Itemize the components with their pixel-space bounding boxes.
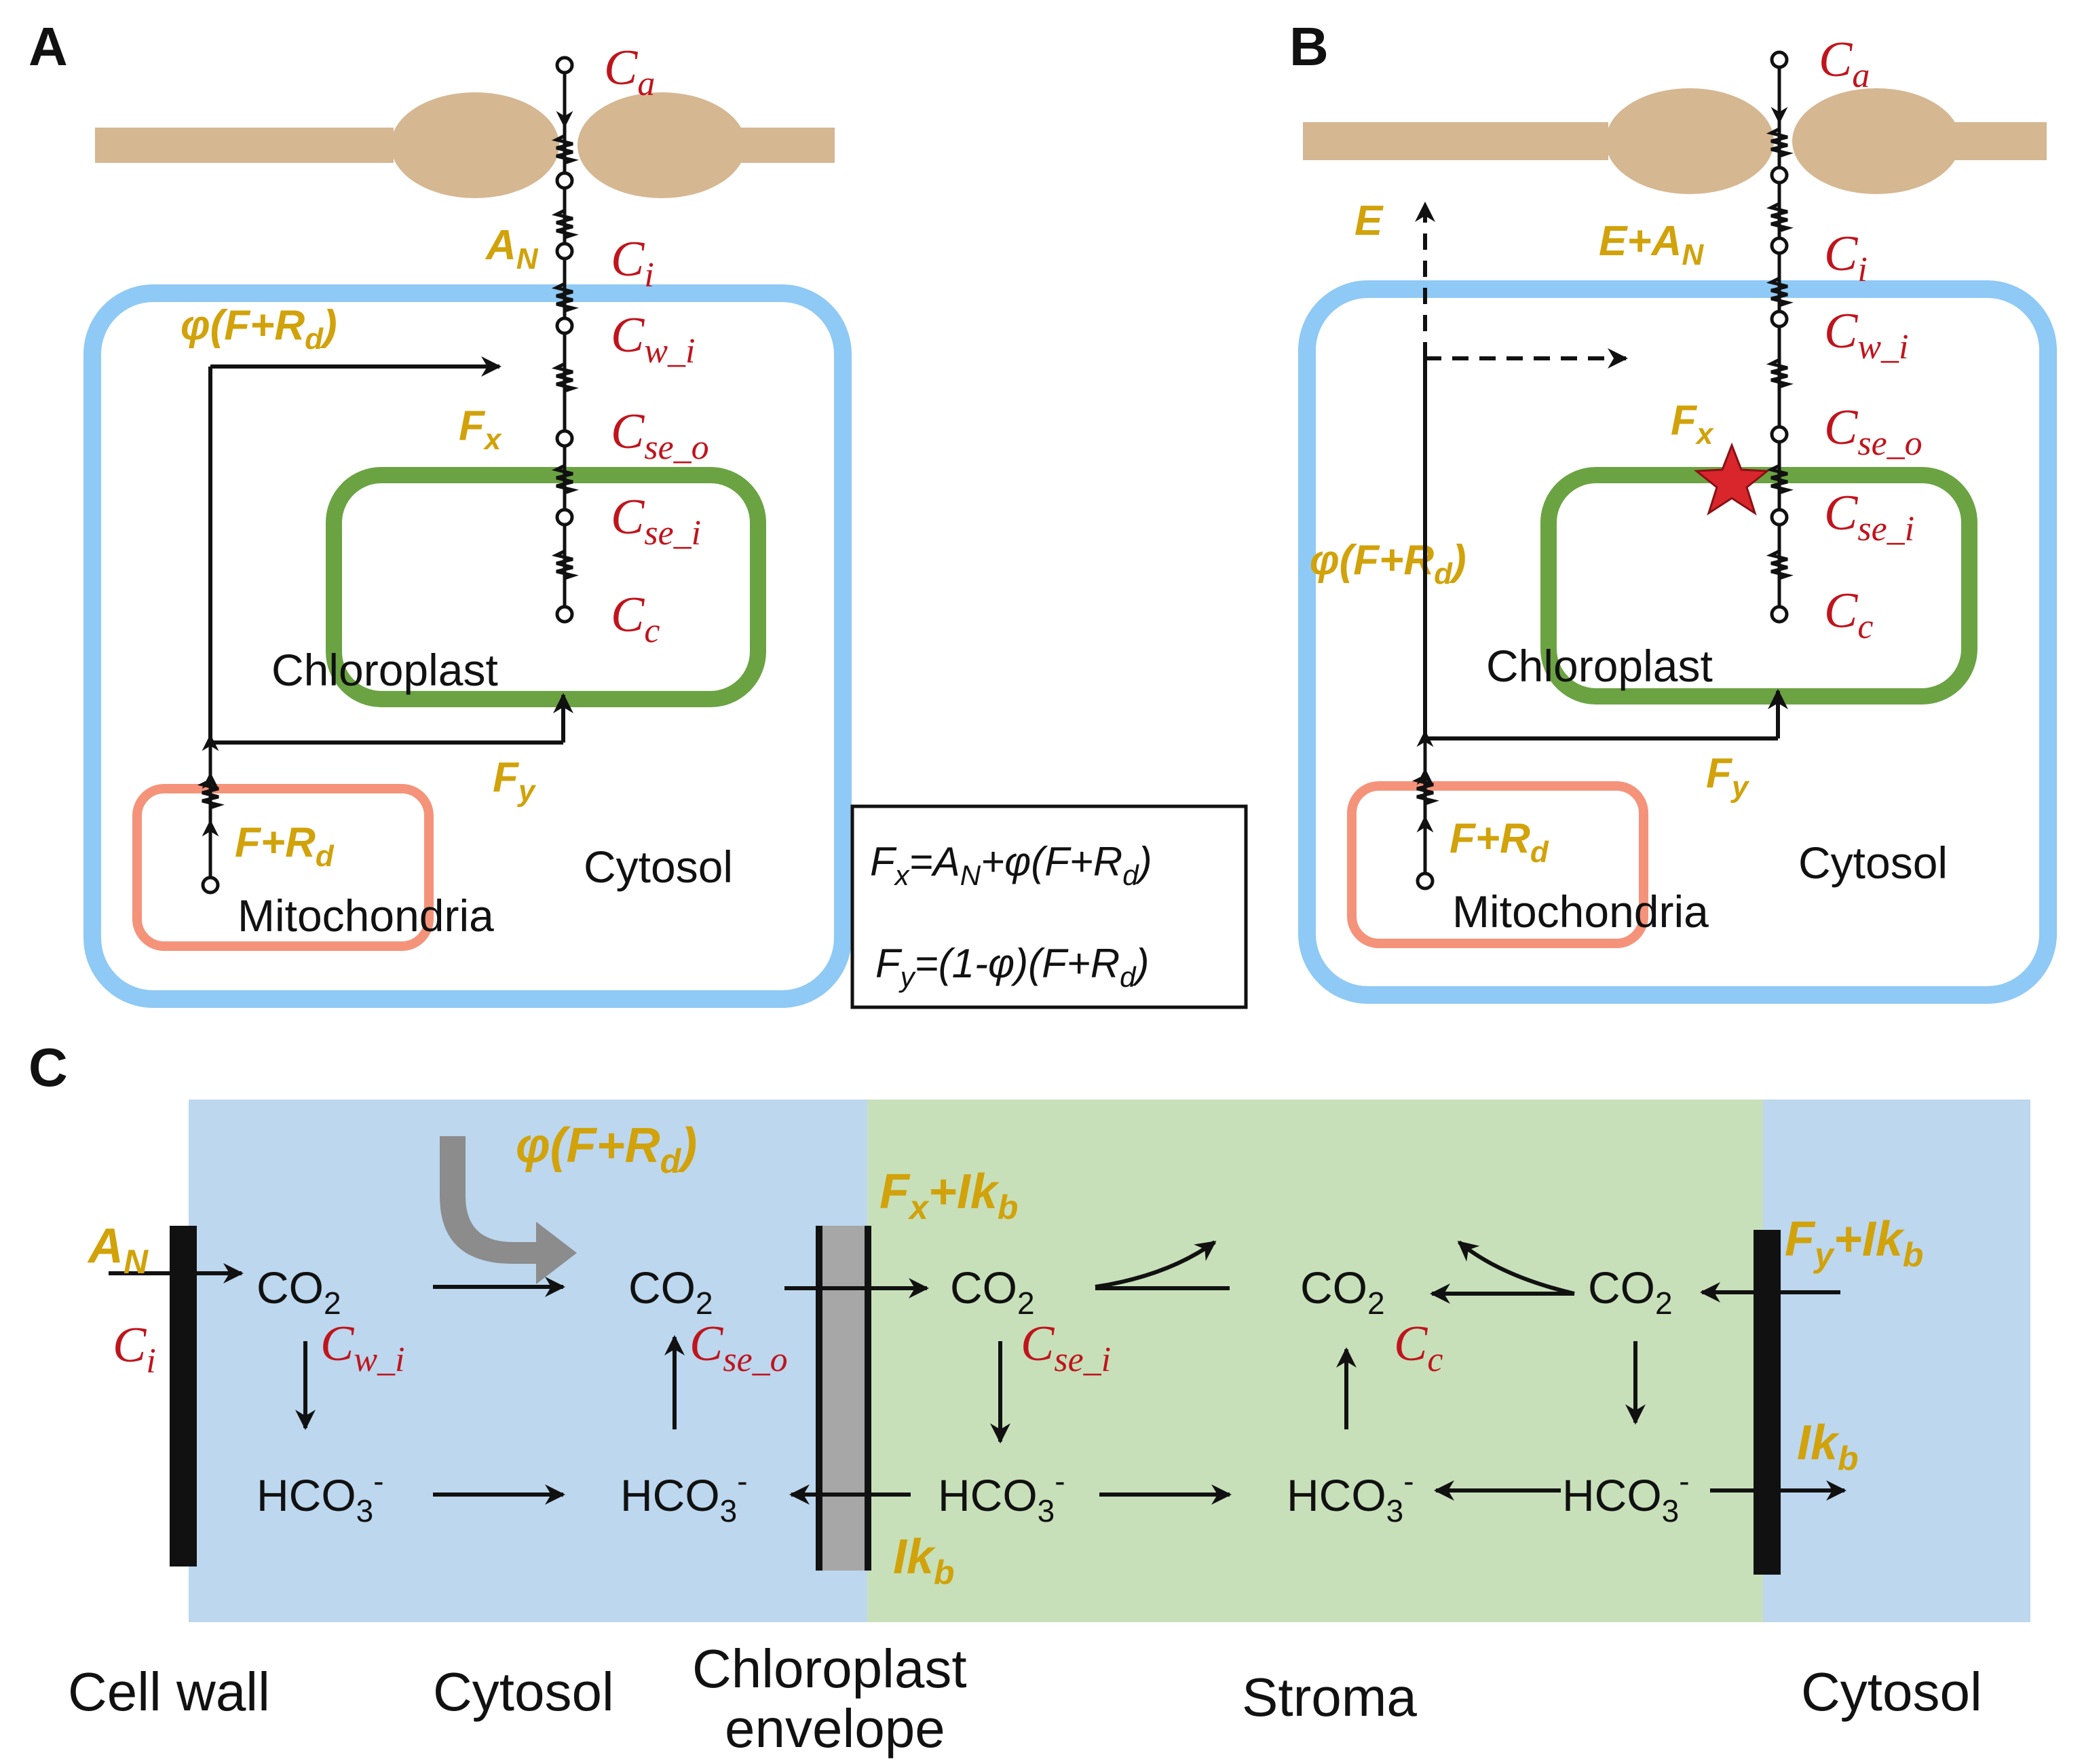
panel-a: A [29, 16, 852, 1008]
label-mitochondria-a: Mitochondria [238, 890, 494, 941]
conc-ca-b: Ca [1819, 32, 1870, 95]
reaction-arrows [109, 1240, 1846, 1505]
flux-fx-b: Fx [1671, 397, 1714, 451]
hco3-cytosol-2: HCO3- [620, 1463, 748, 1528]
respiration-path-b [1412, 202, 1788, 890]
panel-label-c: C [29, 1037, 68, 1097]
respiration-path [197, 356, 573, 895]
flux-fx-ikb: Fx+Ikb [879, 1165, 1018, 1226]
conc-cwi-c: Cw_i [320, 1316, 405, 1379]
flux-frd: F+Rd [235, 819, 335, 873]
guard-cell-right-b [1792, 88, 1960, 194]
conc-ca: Ca [604, 40, 655, 103]
epidermis-right [740, 128, 835, 163]
co2-stroma-1: CO2 [950, 1262, 1035, 1321]
equation-box: Fx=AN+φ(F+Rd) Fy=(1-φ)(F+Rd) [850, 804, 1248, 1009]
conc-csei: Cse_i [611, 489, 701, 552]
mitochondria-membrane-b [1347, 781, 1648, 948]
guard-cell-left-b [1606, 88, 1774, 194]
co2-cytosol-3: CO2 [1588, 1262, 1673, 1321]
equation-fx: Fx=AN+φ(F+Rd) [870, 839, 1152, 891]
flux-phi-b: φ(F+Rd) [1310, 537, 1466, 590]
epidermis-left [95, 128, 394, 163]
flux-e-an: E+AN [1599, 218, 1704, 271]
resistance-chain-b [1766, 50, 1794, 624]
conc-cwi: Cw_i [611, 307, 696, 371]
input-arrow-icon [440, 1136, 577, 1284]
conc-cc: Cc [611, 587, 660, 650]
conc-csei-b: Cse_i [1824, 485, 1914, 548]
cell-membrane [83, 284, 852, 1008]
epidermis-right-b [1954, 122, 2047, 160]
flux-fx: Fx [459, 402, 502, 456]
chloroplast-membrane [326, 467, 766, 707]
region-cytosol2-bg [1763, 1100, 2030, 1622]
co2-cytosol-1: CO2 [257, 1262, 341, 1321]
conc-ci-b: Ci [1824, 226, 1868, 289]
equation-frame [850, 804, 1248, 1009]
label-envelope-2: envelope [725, 1698, 945, 1759]
equation-fy: Fy=(1-φ)(F+Rd) [875, 941, 1150, 993]
flux-fy-b: Fy [1706, 750, 1750, 804]
region-stroma-bg [867, 1100, 1763, 1622]
envelope-bar [822, 1226, 866, 1571]
flux-frd-b: F+Rd [1450, 815, 1549, 869]
conc-cc-c: Cc [1394, 1316, 1443, 1379]
conc-cseo: Cse_o [611, 404, 709, 467]
cell-membrane-b [1298, 280, 2057, 1004]
label-mitochondria-b: Mitochondria [1452, 886, 1709, 937]
panel-b: B Ca Ci [1289, 16, 2057, 1004]
label-envelope-1: Chloroplast [692, 1638, 967, 1699]
hco3-cytosol-1: HCO3- [257, 1463, 384, 1528]
label-cell-wall: Cell wall [68, 1662, 270, 1722]
conc-cc-b: Cc [1824, 583, 1873, 646]
flux-phi-c: φ(F+Rd) [516, 1119, 697, 1180]
flux-fy: Fy [493, 754, 537, 808]
flux-ikb-envelope: Ikb [893, 1530, 955, 1592]
epidermis-left-b [1303, 122, 1608, 160]
resistance-chain [551, 56, 579, 624]
co2-stroma-2: CO2 [1300, 1262, 1385, 1321]
mitochondria-membrane [132, 784, 434, 951]
panel-c: C CO2 CO2 CO2 CO2 CO2 HCO3- HCO3- HCO3- … [29, 1037, 2030, 1759]
conc-cseo-b: Cse_o [1824, 400, 1922, 463]
guard-cell-left [391, 92, 559, 198]
conc-cwi-b: Cw_i [1824, 303, 1909, 367]
label-stroma: Stroma [1242, 1667, 1417, 1727]
label-cytosol-c2: Cytosol [1801, 1662, 1982, 1722]
flux-fy-ikb: Fy+Ikb [1785, 1212, 1923, 1274]
label-cytosol-b: Cytosol [1798, 838, 1948, 888]
flux-an-c: AN [87, 1219, 149, 1281]
flux-ikb-right: Ikb [1797, 1416, 1859, 1478]
co2-cytosol-2: CO2 [628, 1262, 713, 1321]
flux-e: E [1354, 198, 1384, 244]
flux-an: AN [485, 222, 539, 276]
cell-wall-bar [170, 1226, 197, 1566]
star-icon [1693, 442, 1770, 516]
conc-csei-c: Cse_i [1021, 1316, 1111, 1379]
panel-label-a: A [29, 16, 68, 77]
flux-phi: φ(F+Rd) [181, 302, 337, 356]
guard-cell-right [577, 92, 746, 198]
label-cytosol-c: Cytosol [433, 1662, 614, 1722]
conc-cseo-c: Cse_o [689, 1316, 788, 1379]
hco3-stroma-1: HCO3- [938, 1463, 1065, 1528]
membrane-bar-right [1754, 1230, 1781, 1575]
hco3-cytosol-3: HCO3- [1562, 1463, 1690, 1528]
conc-ci-c: Ci [113, 1317, 156, 1381]
label-chloroplast-b: Chloroplast [1486, 641, 1713, 691]
panel-label-b: B [1289, 16, 1329, 77]
hco3-stroma-2: HCO3- [1287, 1463, 1414, 1528]
label-cytosol-a: Cytosol [584, 842, 733, 892]
region-cytosol-bg [189, 1100, 867, 1622]
conc-ci: Ci [611, 231, 654, 295]
label-chloroplast-a: Chloroplast [271, 645, 498, 695]
